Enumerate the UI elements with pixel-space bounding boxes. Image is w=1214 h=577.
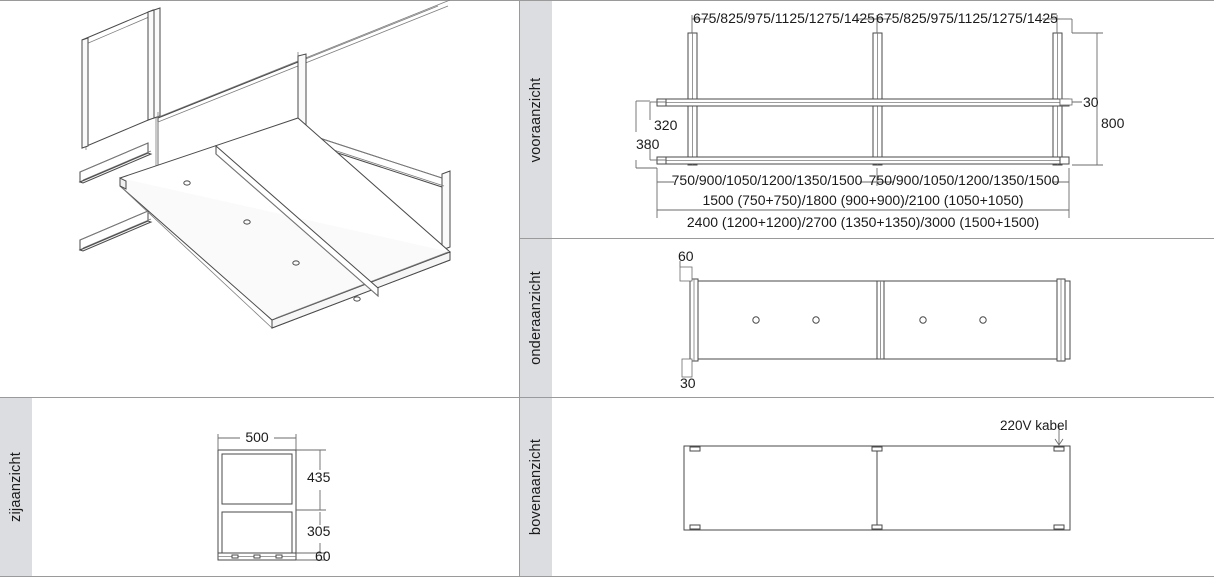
front-right-dim-800: 800 [1101,115,1125,131]
bottom-view-dim-30: 30 [680,375,696,391]
side-view-dim-435: 435 [307,469,331,485]
right-row-divider-1 [519,238,1214,239]
front-top-dim-2: 675/825/975/1125/1275/1425 [876,10,1058,26]
top-view: 220V kabel [552,398,1214,576]
left-row-divider [0,397,519,398]
view-label-vooraanzicht: vooraanzicht [528,77,544,162]
front-view: 675/825/975/1125/1275/1425 675/825/975/1… [552,0,1214,238]
front-top-dim-1: 675/825/975/1125/1275/1425 [693,10,875,26]
front-bottom-dim-2: 750/900/1050/1200/1350/1500 [868,172,1060,188]
side-view-dim-60: 60 [315,548,331,564]
top-view-cable-annotation: 220V kabel [1000,418,1068,433]
front-bottom-dim-1: 750/900/1050/1200/1350/1500 [671,172,863,188]
bottom-view-drawing [679,261,1071,378]
view-label-strip-vooraanzicht: vooraanzicht [520,1,552,238]
view-label-strip-zijaanzicht: zijaanzicht [0,398,32,576]
front-total-dim-1: 1500 (750+750)/1800 (900+900)/2100 (1050… [702,192,1024,208]
side-view-drawing [217,434,326,561]
bottom-view-dim-60: 60 [678,248,694,264]
view-label-zijaanzicht: zijaanzicht [8,452,24,522]
front-view-drawing [635,15,1103,218]
front-left-dim-320: 320 [654,117,678,133]
right-row-divider-2 [519,397,1214,398]
front-total-dim-2: 2400 (1200+1200)/2700 (1350+1350)/3000 (… [686,214,1040,230]
isometric-drawing [78,0,451,329]
side-view-dim-305: 305 [307,523,331,539]
top-view-drawing [683,426,1071,531]
sheet-border-top [0,0,1214,1]
isometric-view [30,0,519,397]
front-left-dim-380: 380 [636,136,660,152]
view-label-strip-onderaanzicht: onderaanzicht [520,239,552,397]
bottom-view: 60 30 [552,239,1214,397]
view-label-onderaanzicht: onderaanzicht [528,271,544,365]
side-view: 500 435 305 60 [32,398,519,576]
view-label-bovenaanzicht: bovenaanzicht [528,438,544,536]
view-label-strip-bovenaanzicht: bovenaanzicht [520,398,552,576]
column-divider [519,0,520,577]
side-view-dim-500: 500 [245,429,269,445]
front-right-dim-30: 30 [1083,94,1099,110]
